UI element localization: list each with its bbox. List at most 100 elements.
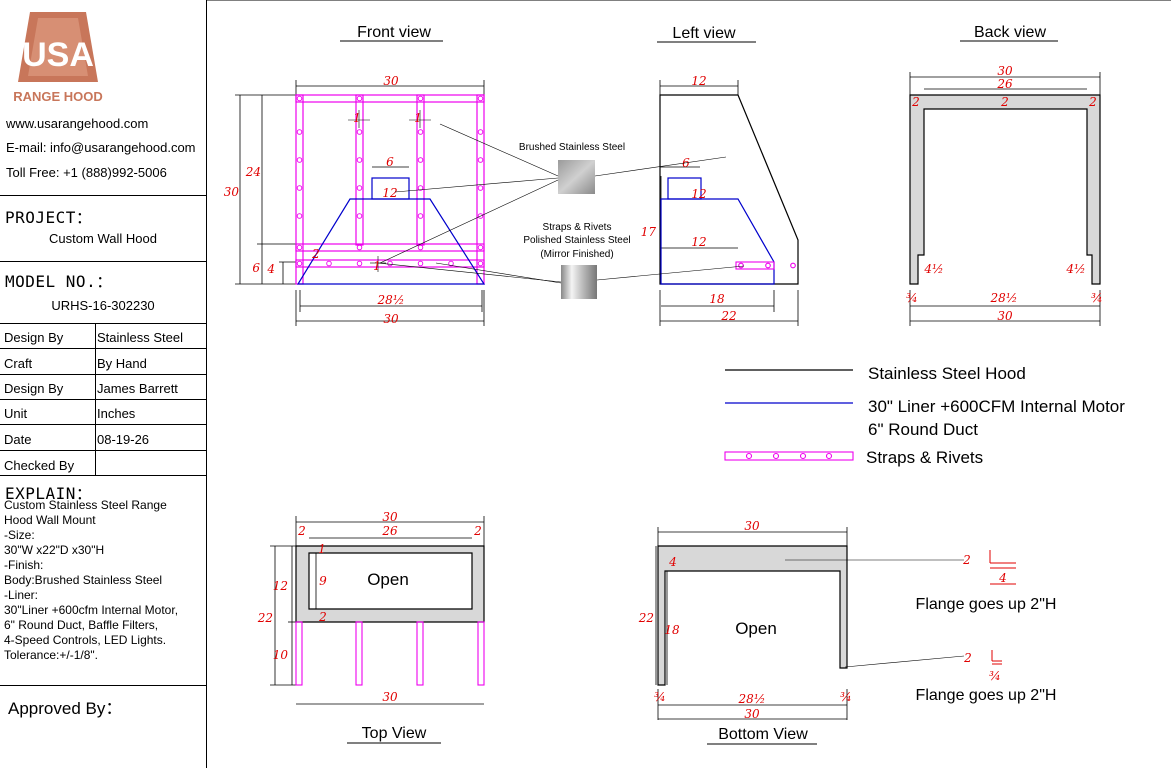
project-label: PROJECT： [5, 208, 93, 227]
logo-subtext: RANGE HOOD [13, 89, 103, 104]
usa-range-hood-logo: USA RANGE HOOD [8, 8, 108, 108]
top-strap-length-dim: 10 [273, 648, 289, 662]
brushed-swatch [558, 160, 595, 194]
front-width-dim: 30 [383, 74, 399, 88]
left-bottom-liner-dim: 18 [709, 292, 725, 306]
table-value-designer: James Barrett [97, 381, 178, 396]
back-left-return-dim: ¾ [906, 291, 918, 305]
explain-text: Custom Stainless Steel Range Hood Wall M… [4, 498, 179, 662]
table-value-craft: By Hand [97, 356, 147, 371]
polished-swatch [561, 265, 597, 299]
front-upper-dim: 24 [245, 165, 261, 179]
back-bottom-inner-dim: 28½ [990, 291, 1018, 305]
front-rivets [296, 95, 484, 267]
front-liner [296, 177, 486, 285]
flange-height-dim-1: 2 [962, 553, 971, 567]
left-view: 12 6 12 12 17 18 22 [641, 74, 799, 326]
legend-liner-label-2: 6" Round Duct [868, 420, 978, 439]
front-strap-dim-1: 1 [353, 111, 361, 125]
table-label-designer: Design By [4, 381, 64, 396]
flange-note-2: Flange goes up 2"H [916, 687, 1057, 704]
table-label-unit: Unit [4, 406, 28, 421]
email-link[interactable]: E-mail: info@usarangehood.com [6, 140, 196, 155]
polished-label-3: (Mirror Finished) [540, 249, 613, 260]
view-titles: Front view Left view Back view Top View … [340, 24, 1058, 745]
front-center-dim: 1 [373, 259, 381, 273]
bottom-view-title: Bottom View [718, 726, 808, 743]
table-value-material: Stainless Steel [97, 330, 183, 345]
front-duct-height-dim: 12 [382, 186, 397, 200]
flange-height-dim-2: 2 [963, 651, 972, 665]
left-liner-height-dim: 17 [641, 225, 657, 239]
table-label-craft: Craft [4, 356, 33, 371]
table-label-date: Date [4, 432, 32, 447]
project-value: Custom Wall Hood [49, 231, 157, 246]
back-view-title: Back view [974, 24, 1046, 41]
back-width-dim: 30 [997, 64, 1013, 78]
bottom-open-label: Open [735, 619, 777, 638]
left-depth-dim: 22 [720, 309, 736, 323]
model-label: MODEL NO.： [5, 272, 113, 291]
left-hood-outline [659, 94, 799, 285]
bottom-flange-dim: 4 [668, 555, 677, 569]
front-view-title: Front view [357, 24, 431, 41]
back-view: 30 26 2 2 2 4½ 4½ ¾ 28½ ¾ 30 [906, 64, 1103, 326]
top-right-dim: 2 [473, 524, 482, 538]
flange-return-dim: ¾ [989, 669, 1001, 683]
top-view-title: Top View [362, 725, 427, 742]
website-link[interactable]: www.usarangehood.com [6, 116, 149, 131]
back-inner-dim: 26 [996, 77, 1013, 91]
top-open-label: Open [367, 570, 409, 589]
polished-label-2: Polished Stainless Steel [523, 235, 630, 246]
front-view: 30 30 24 6 4 28½ 30 6 12 1 1 2 1 [224, 74, 486, 326]
bottom-view: Open 30 4 22 18 ¾ 28½ ¾ 30 2 4 2 ¾ Flang… [638, 519, 1057, 721]
front-height-dim: 30 [224, 185, 240, 199]
logo-text: USA [22, 36, 94, 74]
legend: Stainless Steel Hood 30" Liner +600CFM I… [724, 364, 1125, 467]
left-view-title: Left view [672, 25, 736, 42]
front-liner-width-dim: 28½ [377, 293, 405, 307]
left-straps [735, 261, 796, 270]
flange-note-1: Flange goes up 2"H [916, 596, 1057, 613]
bottom-right-return-dim: ¾ [840, 690, 852, 704]
title-block: USA RANGE HOOD www.usarangehood.com E-ma… [0, 0, 207, 768]
model-value: URHS-16-302230 [51, 298, 155, 313]
back-center-dim: 2 [1000, 95, 1009, 109]
flange-detail-1 [989, 550, 1016, 585]
bottom-depth-dim: 22 [638, 611, 654, 625]
front-strap-dim: 4 [266, 262, 275, 276]
top-width-dim: 30 [382, 510, 398, 524]
top-depth-dim: 9 [319, 574, 327, 588]
left-duct-height-dim: 12 [691, 187, 706, 201]
top-bottom-dim: 30 [382, 690, 398, 704]
left-liner [660, 177, 775, 285]
legend-straps-symbol [724, 451, 854, 461]
left-liner-depth-dim: 12 [691, 235, 706, 249]
bottom-overall-dim: 30 [744, 707, 760, 721]
back-right-return-dim: ¾ [1091, 291, 1103, 305]
top-upper-dim: 12 [273, 579, 288, 593]
back-right-dim: 2 [1088, 95, 1097, 109]
top-back-dim: 2 [318, 610, 327, 624]
back-frame [909, 94, 1101, 285]
explain-label: EXPLAIN： [5, 484, 93, 503]
back-left-leg-dim: 4½ [923, 262, 943, 276]
front-rivet-dim: 2 [311, 247, 320, 261]
legend-straps-label: Straps & Rivets [866, 448, 983, 467]
table-value-date: 08-19-26 [97, 432, 150, 447]
back-right-leg-dim: 4½ [1065, 262, 1085, 276]
front-duct-dim: 6 [386, 155, 394, 169]
polished-label-1: Straps & Rivets [543, 222, 612, 233]
bottom-inner-depth-dim: 18 [664, 623, 680, 637]
front-bottom-dim: 30 [383, 312, 399, 326]
brushed-label: Brushed Stainless Steel [519, 142, 625, 153]
front-lower-dim: 6 [252, 261, 260, 275]
top-view: Open 30 26 2 2 1 9 2 12 22 10 30 [257, 510, 485, 705]
top-straps [295, 621, 485, 686]
bottom-left-return-dim: ¾ [654, 690, 666, 704]
legend-liner-label-1: 30" Liner +600CFM Internal Motor [868, 397, 1125, 416]
bottom-width-dim: 30 [744, 519, 760, 533]
back-left-dim: 2 [911, 95, 920, 109]
table-label-checked-by: Checked By [4, 458, 75, 473]
front-strap-dim-2: 1 [414, 111, 422, 125]
